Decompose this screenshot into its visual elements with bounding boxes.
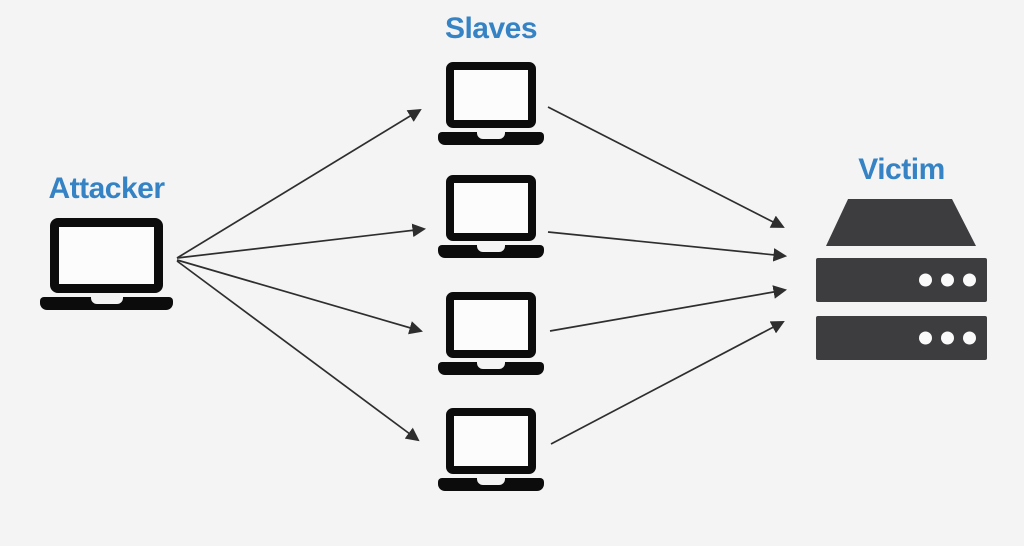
server-rack-unit	[816, 258, 987, 302]
laptop-notch	[477, 245, 505, 252]
arrow-slave1-victim	[547, 106, 785, 228]
arrow-attacker-slave1	[176, 108, 422, 259]
slaves-label: Slaves	[444, 12, 538, 45]
laptop-notch	[477, 132, 505, 139]
laptop-base	[438, 362, 544, 375]
arrow-slave2-victim	[547, 231, 788, 262]
server-led-dot	[919, 331, 932, 345]
laptop-screen	[50, 218, 163, 293]
laptop-notch	[90, 297, 123, 304]
server-rack-unit	[816, 316, 987, 360]
slave-laptop-4-icon	[438, 408, 544, 491]
laptop-screen	[446, 408, 536, 474]
arrow-attacker-slave3	[176, 259, 423, 335]
arrow-attacker-slave4	[176, 260, 420, 442]
server-led-dot	[941, 273, 954, 287]
arrow-slave4-victim	[550, 321, 785, 445]
slave-laptop-1-icon	[438, 62, 544, 145]
server-top-icon	[826, 199, 976, 246]
laptop-base	[438, 478, 544, 491]
laptop-screen	[446, 175, 536, 241]
slave-laptop-2-icon	[438, 175, 544, 258]
server-led-dot	[963, 273, 976, 287]
victim-label: Victim	[858, 153, 945, 186]
slave-laptop-3-icon	[438, 292, 544, 375]
arrow-slave3-victim	[549, 285, 788, 332]
laptop-screen	[446, 62, 536, 128]
victim-server-icon	[816, 199, 987, 360]
server-led-dot	[963, 331, 976, 345]
laptop-base	[438, 132, 544, 145]
server-led-dot	[941, 331, 954, 345]
attacker-label: Attacker	[48, 172, 165, 205]
server-led-dot	[919, 273, 932, 287]
laptop-screen	[446, 292, 536, 358]
laptop-notch	[477, 478, 505, 485]
laptop-base	[438, 245, 544, 258]
arrow-attacker-slave2	[176, 223, 427, 259]
attacker-laptop-icon	[40, 218, 173, 310]
laptop-notch	[477, 362, 505, 369]
server-led-dots	[919, 331, 976, 345]
server-led-dots	[919, 273, 976, 287]
laptop-base	[40, 297, 173, 310]
